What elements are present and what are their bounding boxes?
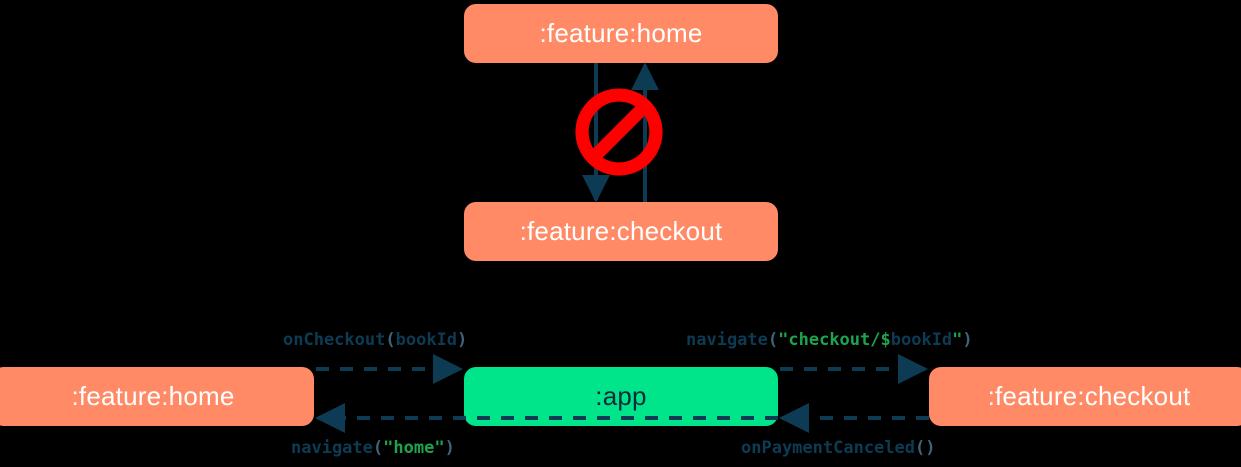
forbidden-icon — [575, 88, 663, 176]
node-bottom-app[interactable]: :app — [464, 367, 778, 426]
token-string: " — [952, 330, 963, 350]
token-punct: ( — [767, 330, 779, 350]
edge-label-on-payment-canceled: onPaymentCanceled() — [741, 438, 935, 458]
node-bottom-feature-checkout[interactable]: :feature:checkout — [929, 367, 1241, 426]
token-string: "checkout/ — [778, 330, 881, 350]
token-punct: ( — [372, 438, 384, 458]
token-punct: () — [915, 438, 936, 458]
token-string: "home" — [383, 438, 445, 458]
token-punct: ) — [457, 330, 468, 350]
token-fn: onCheckout — [283, 330, 386, 350]
token-fn: onPaymentCanceled — [741, 438, 915, 458]
edge-label-on-checkout: onCheckout(bookId) — [283, 330, 467, 350]
node-label: :app — [595, 381, 647, 411]
node-label: :feature:home — [539, 18, 703, 48]
token-punct: ) — [444, 438, 455, 458]
token-fn: navigate — [291, 438, 373, 458]
node-label: :feature:home — [71, 381, 235, 411]
node-bottom-feature-home[interactable]: :feature:home — [0, 367, 314, 426]
edge-label-navigate-home: navigate("home") — [291, 438, 455, 458]
node-label: :feature:checkout — [519, 216, 723, 246]
node-top-feature-checkout[interactable]: :feature:checkout — [464, 202, 778, 261]
token-fn: navigate — [686, 330, 768, 350]
node-label: :feature:checkout — [987, 381, 1191, 411]
edge-label-navigate-checkout: navigate("checkout/$bookId") — [686, 330, 973, 350]
token-arg: bookId — [395, 330, 458, 350]
token-punct: ) — [962, 330, 973, 350]
token-interp-sigil: $ — [880, 330, 891, 350]
token-var: bookId — [890, 330, 953, 350]
token-punct: ( — [385, 330, 396, 350]
node-top-feature-home[interactable]: :feature:home — [464, 4, 778, 63]
